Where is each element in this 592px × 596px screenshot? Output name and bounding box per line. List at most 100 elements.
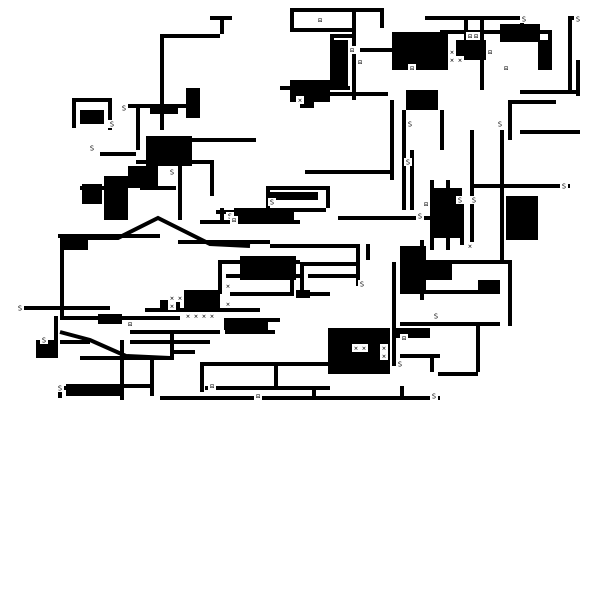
stairs-icon[interactable]: S: [90, 145, 94, 153]
item-icon[interactable]: ⊡: [128, 321, 132, 329]
door-icon[interactable]: ×: [382, 345, 386, 353]
door-icon-tile: [380, 344, 388, 352]
item-icon[interactable]: ⊡: [474, 33, 478, 41]
door-icon-tile: [168, 302, 176, 310]
item-icon[interactable]: ⊡: [410, 65, 414, 73]
stairs-icon[interactable]: S: [170, 169, 174, 177]
door-icon[interactable]: ×: [468, 243, 472, 251]
door-icon[interactable]: ×: [450, 49, 454, 57]
stairs-icon-tile: [358, 280, 366, 288]
stairs-icon[interactable]: S: [522, 16, 526, 24]
corridor-wall: [290, 28, 352, 32]
corridor-wall: [220, 208, 224, 222]
stairs-icon[interactable]: S: [398, 361, 402, 369]
corridor-wall: [136, 104, 140, 150]
item-icon-tile: [486, 48, 494, 56]
item-icon[interactable]: ⊡: [350, 47, 354, 55]
door-icon-tile: [192, 312, 200, 320]
item-icon[interactable]: ⊡: [358, 59, 362, 67]
item-icon[interactable]: ⊡: [256, 393, 260, 401]
corridor-wall: [520, 90, 578, 94]
stairs-icon[interactable]: S: [576, 16, 580, 24]
corridor-wall: [508, 260, 512, 326]
door-icon-tile: [448, 48, 456, 56]
stairs-icon[interactable]: S: [472, 197, 476, 205]
stairs-icon[interactable]: S: [434, 313, 438, 321]
solid-block: [224, 318, 268, 330]
corridor-wall: [160, 396, 400, 400]
stairs-icon[interactable]: S: [270, 199, 274, 207]
solid-block: [456, 40, 486, 60]
corridor-wall: [178, 160, 182, 220]
item-icon[interactable]: ⊡: [210, 383, 214, 391]
corridor-wall: [200, 362, 204, 392]
solid-block: [426, 262, 452, 280]
solid-block: [80, 110, 104, 124]
stairs-icon[interactable]: S: [562, 183, 566, 191]
stairs-icon[interactable]: S: [360, 281, 364, 289]
solid-block: [406, 90, 438, 110]
corridor-wall: [170, 350, 195, 354]
corridor-wall: [366, 244, 370, 260]
stairs-icon[interactable]: S: [122, 105, 126, 113]
corridor-wall: [400, 386, 404, 398]
stairs-icon[interactable]: S: [418, 213, 422, 221]
stairs-icon[interactable]: S: [432, 393, 436, 401]
door-icon[interactable]: ×: [458, 57, 462, 65]
stairs-icon[interactable]: S: [58, 385, 62, 393]
corridor-wall: [440, 30, 552, 34]
door-icon[interactable]: ×: [186, 313, 190, 321]
door-icon[interactable]: ×: [194, 313, 198, 321]
corridor-wall: [160, 34, 164, 130]
item-icon[interactable]: ⊡: [468, 33, 472, 41]
door-icon-tile: [360, 344, 368, 352]
stairs-icon[interactable]: S: [408, 121, 412, 129]
door-icon[interactable]: ×: [170, 295, 174, 303]
door-icon[interactable]: ×: [170, 303, 174, 311]
item-icon-tile: [400, 334, 408, 342]
stairs-icon-tile: [432, 312, 440, 320]
item-icon[interactable]: ⊡: [488, 49, 492, 57]
door-icon[interactable]: ×: [226, 301, 230, 309]
solid-block: [240, 256, 296, 280]
door-icon[interactable]: ×: [362, 345, 366, 353]
stairs-icon[interactable]: S: [406, 159, 410, 167]
corridor-wall: [308, 274, 360, 278]
door-icon[interactable]: ×: [226, 283, 230, 291]
stairs-icon[interactable]: S: [458, 197, 462, 205]
item-icon[interactable]: ⊡: [402, 335, 406, 343]
door-icon[interactable]: ×: [298, 97, 302, 105]
item-icon-tile: [408, 64, 416, 72]
item-icon[interactable]: ⊡: [232, 217, 236, 225]
corridor-wall: [270, 208, 326, 212]
item-icon[interactable]: ⊡: [504, 65, 508, 73]
item-icon[interactable]: ⊡: [318, 17, 322, 25]
solid-block: [432, 188, 462, 238]
door-icon[interactable]: ×: [202, 313, 206, 321]
solid-block: [36, 340, 58, 358]
door-icon[interactable]: ×: [178, 295, 182, 303]
door-icon[interactable]: ×: [382, 353, 386, 361]
door-icon[interactable]: ×: [450, 57, 454, 65]
item-icon[interactable]: ⊡: [424, 201, 428, 209]
stairs-icon[interactable]: S: [498, 121, 502, 129]
stairs-icon[interactable]: S: [110, 121, 114, 129]
item-icon-tile: [466, 32, 474, 40]
corridor-wall: [20, 306, 110, 310]
door-icon-tile: [296, 96, 304, 104]
door-icon[interactable]: ×: [354, 345, 358, 353]
corridor-wall: [225, 330, 275, 334]
corridor-wall: [220, 16, 224, 34]
stairs-icon[interactable]: S: [18, 305, 22, 313]
corridor-wall: [470, 130, 474, 250]
corridor-wall: [230, 292, 290, 296]
item-icon-tile: [356, 58, 364, 66]
stairs-icon[interactable]: S: [42, 337, 46, 345]
door-icon[interactable]: ×: [210, 313, 214, 321]
corridor-wall: [190, 160, 214, 164]
corridor-wall: [430, 354, 434, 372]
corridor-wall: [80, 356, 170, 360]
item-icon-tile: [472, 32, 480, 40]
corridor-wall: [178, 138, 256, 142]
